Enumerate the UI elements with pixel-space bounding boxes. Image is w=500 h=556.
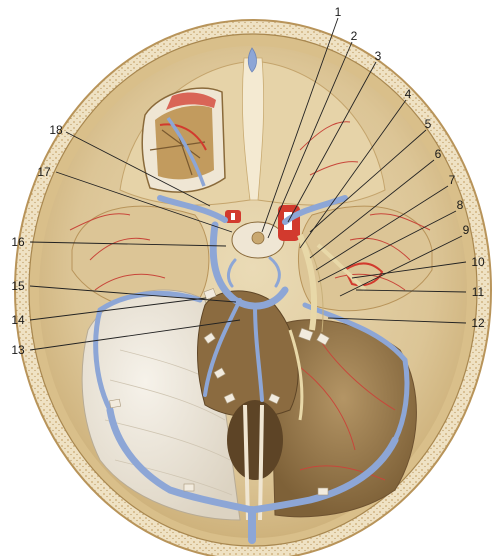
leader-line-1 <box>261 17 339 233</box>
callout-11: 11 <box>472 285 485 299</box>
callout-labels: 1 2 3 4 5 6 7 8 9 10 11 12 13 14 15 16 1… <box>11 5 485 357</box>
callout-13: 13 <box>11 343 25 357</box>
callout-9: 9 <box>463 223 470 237</box>
callout-16: 16 <box>11 235 25 249</box>
leader-lines <box>29 17 467 351</box>
callout-2: 2 <box>351 29 358 43</box>
leader-line-15 <box>29 285 237 303</box>
callout-4: 4 <box>405 87 412 101</box>
callout-3: 3 <box>375 49 382 63</box>
leader-line-8 <box>317 210 457 283</box>
callout-10: 10 <box>471 255 485 269</box>
leader-line-4 <box>299 99 407 249</box>
leader-line-6 <box>309 159 435 259</box>
leader-line-3 <box>287 61 377 223</box>
meningeal-arteries <box>69 121 431 291</box>
callout-17: 17 <box>37 165 51 179</box>
callout-1: 1 <box>335 5 342 19</box>
callout-7: 7 <box>449 173 456 187</box>
callout-15: 15 <box>11 279 25 293</box>
callout-12: 12 <box>471 316 485 330</box>
leader-line-13 <box>29 319 241 351</box>
callout-8: 8 <box>457 198 464 212</box>
callout-5: 5 <box>425 117 432 131</box>
posterior-cranial-fossa-right <box>269 319 417 518</box>
callout-14: 14 <box>11 313 25 327</box>
leader-line-11 <box>355 289 467 293</box>
opened-orbit <box>141 87 226 193</box>
leader-line-16 <box>29 241 227 247</box>
leader-line-18 <box>65 131 211 207</box>
callout-18: 18 <box>49 123 63 137</box>
leader-line-7 <box>315 185 449 271</box>
leader-line-14 <box>29 297 207 321</box>
leader-line-2 <box>267 41 353 239</box>
leader-line-17 <box>55 171 233 233</box>
middle-cranial-fossae <box>71 205 433 312</box>
cut-dura-tabs <box>109 288 330 496</box>
leader-line-12 <box>327 317 467 324</box>
leader-line-5 <box>309 129 427 233</box>
callout-6: 6 <box>435 147 442 161</box>
leader-line-9 <box>339 235 463 297</box>
leader-line-10 <box>351 261 467 279</box>
